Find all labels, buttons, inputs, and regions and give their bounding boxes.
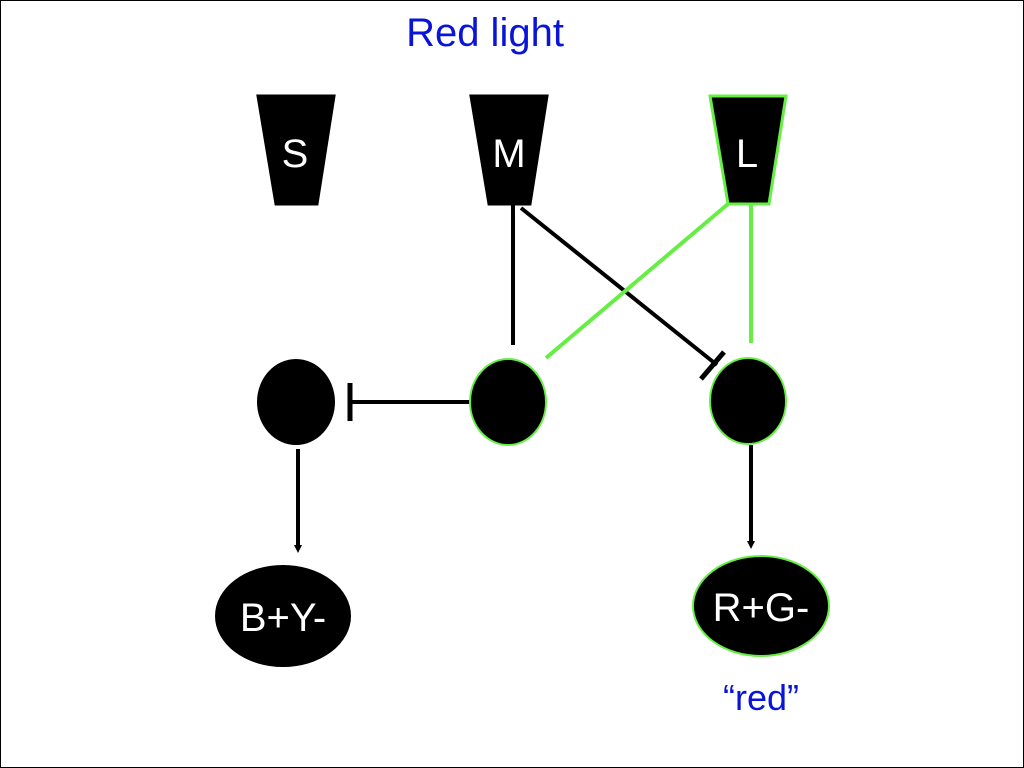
rg-output: R+G- [692, 555, 830, 657]
by-output: B+Y- [215, 565, 351, 667]
l-cone-shape [708, 94, 788, 206]
m-to-right-cell-inhibit-bar [699, 350, 726, 381]
rg-output-label: R+G- [713, 586, 810, 630]
l-cone-label: L [736, 132, 758, 176]
by-output-shape [215, 565, 351, 667]
left-cell [257, 359, 335, 445]
middle-cell [469, 358, 547, 446]
m-to-right-cell-line [519, 206, 719, 367]
m-cone: M [469, 94, 549, 206]
s-cone: S [256, 94, 336, 206]
s-cone-label: S [282, 132, 309, 176]
diagram-title: Red light [406, 11, 564, 55]
right-cell [709, 357, 787, 445]
l-to-middle-cell-line [544, 202, 730, 360]
rg-output-shape [692, 555, 830, 657]
l-cone: L [708, 94, 788, 206]
s-cone-shape [256, 94, 336, 206]
m-cone-shape [469, 94, 549, 206]
m-cone-label: M [492, 132, 525, 176]
percept-caption: “red” [722, 677, 799, 718]
by-output-label: B+Y- [240, 596, 326, 640]
